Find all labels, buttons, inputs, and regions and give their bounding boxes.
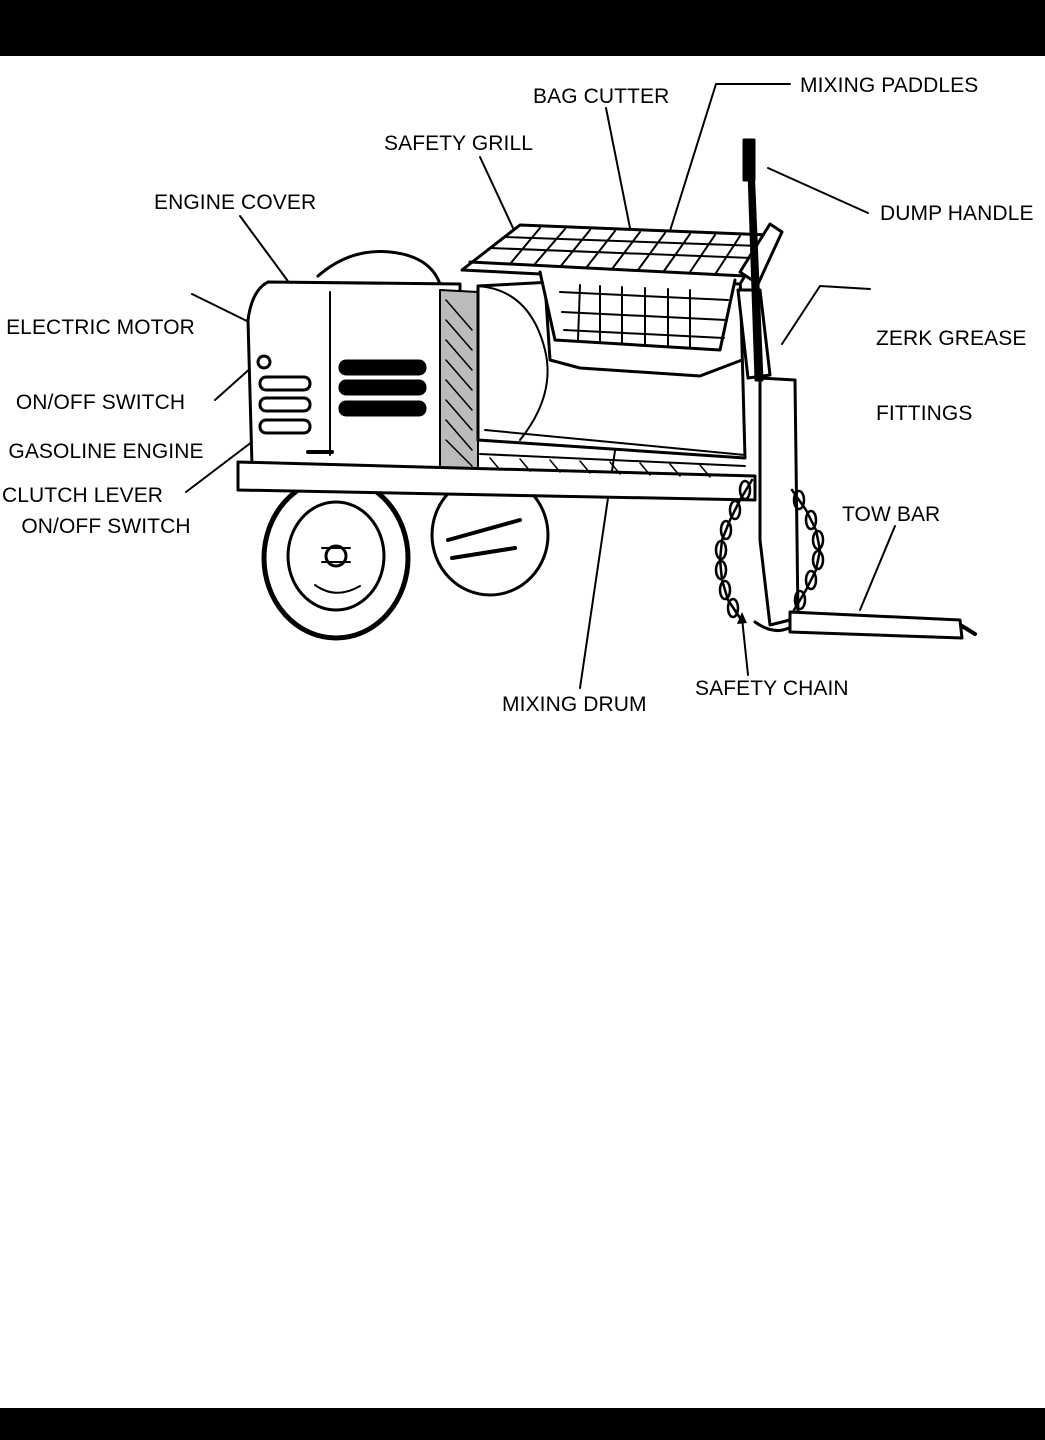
dump-frame — [736, 222, 802, 632]
safety-chain-drawing — [714, 478, 825, 620]
label-zerk-line2: FITTINGS — [876, 402, 973, 425]
safety-chain-arrowhead — [737, 612, 747, 624]
top-black-bar — [0, 0, 1045, 56]
chassis-frame — [236, 453, 757, 502]
label-gasoline-engine-switch: GASOLINE ENGINE ON/OFF SWITCH — [2, 389, 210, 564]
label-gasoline-line1: GASOLINE ENGINE — [8, 440, 204, 463]
label-zerk-grease-fittings: ZERK GREASE FITTINGS — [876, 276, 1026, 451]
label-gasoline-line2: ON/OFF SWITCH — [21, 515, 191, 538]
engine-top — [316, 250, 442, 286]
label-electric-motor-line1: ELECTRIC MOTOR — [6, 316, 195, 339]
mortar-mixer-illustration — [185, 83, 977, 689]
label-tow-bar: TOW BAR — [842, 503, 941, 526]
label-mixing-paddles: MIXING PADDLES — [800, 74, 979, 97]
front-wheel — [261, 475, 411, 641]
dump-handle-drawing — [742, 138, 764, 382]
label-engine-cover: ENGINE COVER — [154, 191, 317, 214]
label-clutch-lever: CLUTCH LEVER — [2, 484, 164, 507]
engine-housing — [246, 280, 479, 472]
label-bag-cutter: BAG CUTTER — [533, 85, 670, 108]
label-electric-motor-switch: ELECTRIC MOTOR ON/OFF SWITCH — [0, 265, 203, 440]
label-safety-grill: SAFETY GRILL — [384, 132, 534, 155]
label-mixing-drum: MIXING DRUM — [502, 693, 647, 716]
leader-lines — [185, 83, 896, 689]
label-safety-chain: SAFETY CHAIN — [695, 677, 849, 700]
safety-grill-drawing — [460, 223, 772, 352]
bottom-black-bar — [0, 1408, 1045, 1440]
label-dump-handle: DUMP HANDLE — [880, 202, 1034, 225]
tow-bar-drawing — [788, 610, 977, 640]
label-zerk-line1: ZERK GREASE — [876, 327, 1027, 350]
label-electric-motor-line2: ON/OFF SWITCH — [15, 391, 186, 414]
